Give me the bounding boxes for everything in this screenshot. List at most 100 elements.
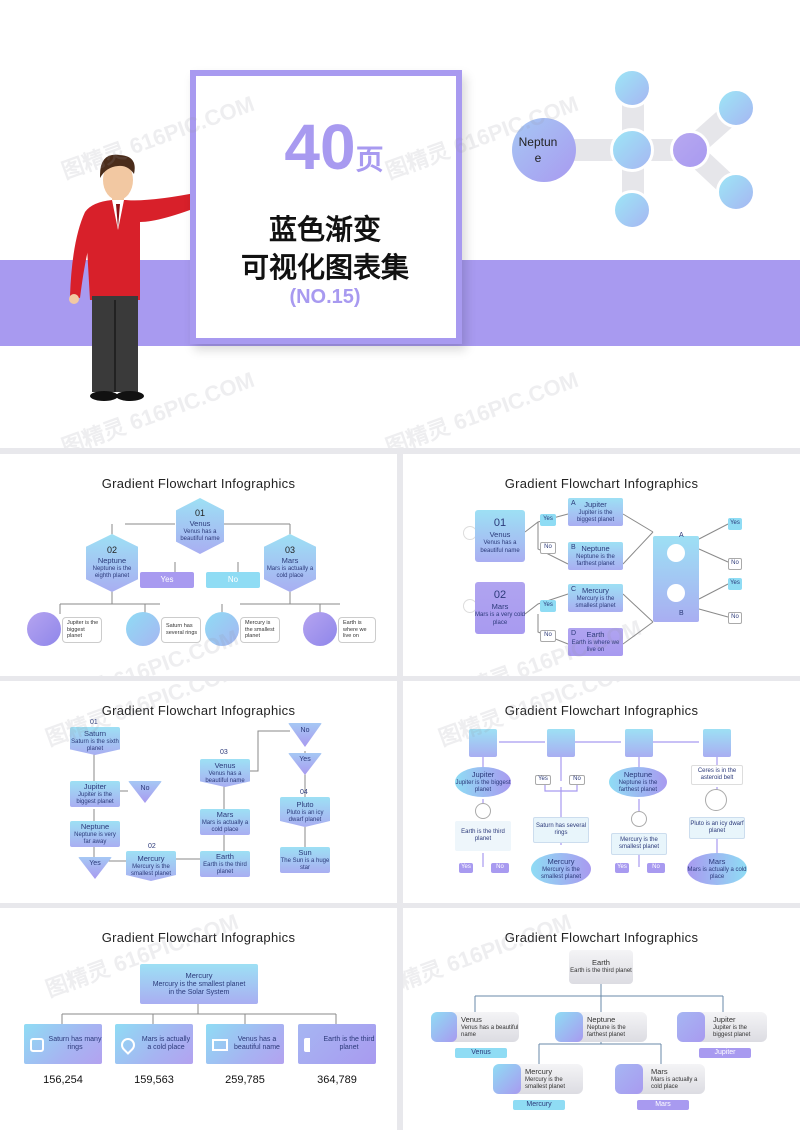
- star-icon: [431, 1012, 457, 1042]
- value-2: 159,563: [115, 1074, 193, 1086]
- neptune-desc: Neptune is very far away: [70, 832, 120, 846]
- mars-ellipse: MarsMars is actually a cold place: [687, 853, 747, 885]
- mercury-name: Mercury: [547, 857, 574, 866]
- tag-mars: Mars: [637, 1100, 689, 1110]
- no-box: No: [569, 775, 585, 785]
- item-card-1-text: Saturn has many rings: [48, 1036, 102, 1053]
- saturn-text: Saturn has several rings: [534, 823, 588, 837]
- send-icon: [610, 128, 654, 172]
- item-box-2: Saturn has several rings: [161, 617, 201, 643]
- cart-icon: [670, 130, 710, 170]
- saturn-box: Saturn has several rings: [533, 817, 589, 843]
- item-box-1: Jupiter is the biggest planet: [62, 617, 102, 643]
- tag-mercury: Mercury: [513, 1100, 565, 1110]
- slide-flowchart-1: Gradient Flowchart Infographics 01 Venus…: [0, 454, 397, 676]
- option-d-desc: Earth is where we live on: [568, 640, 623, 654]
- no-label: No: [496, 864, 504, 871]
- no-label: No: [544, 632, 552, 639]
- yes-label: Yes: [538, 776, 548, 783]
- yes-label: Yes: [299, 756, 310, 764]
- no-box: No: [647, 863, 665, 873]
- pluto-name: Pluto: [296, 800, 313, 809]
- piggy-bank-icon: [303, 612, 337, 646]
- slide-flowchart-3: Gradient Flowchart Infographics 01 Satur…: [0, 681, 397, 903]
- no-label: No: [228, 575, 238, 585]
- yes-label: Yes: [160, 575, 173, 585]
- item-box-4: Earth is where we live on: [338, 617, 376, 643]
- jupiter-name: Jupiter: [472, 770, 495, 779]
- venus-desc: Venus has a beautiful name: [200, 771, 250, 785]
- value-4: 364,789: [298, 1074, 376, 1086]
- cover-slide: 40页 蓝色渐变 可视化图表集 (NO.15) Neptune 图精灵 616P…: [0, 0, 800, 448]
- mercury-top-name: Mercury: [185, 971, 212, 980]
- option-d: EarthEarth is where we live on: [568, 628, 623, 656]
- mars-name: Mars: [217, 810, 234, 819]
- option-b-letter: B: [571, 544, 576, 551]
- value-1: 156,254: [24, 1074, 102, 1086]
- earth-name: Earth: [216, 852, 234, 861]
- venus-name: Venus: [490, 530, 511, 539]
- card-venus-desc: Venus has a beautiful name: [461, 1025, 519, 1039]
- option-c: MercuryMercury is the smallest planet: [568, 584, 623, 612]
- map-icon: [716, 172, 756, 212]
- yes-label: Yes: [89, 860, 100, 868]
- yes-box: Yes: [140, 572, 194, 588]
- hub-label: Neptune: [518, 134, 558, 166]
- yes-box: Yes: [540, 600, 556, 612]
- thumbs-up-icon: [27, 612, 61, 646]
- yes-box: Yes: [728, 578, 742, 590]
- yes-box: Yes: [615, 863, 629, 873]
- value-3: 259,785: [206, 1074, 284, 1086]
- no-box: No: [728, 612, 742, 624]
- sun-name: Sun: [298, 848, 311, 857]
- ceres-box: Ceres is in the asteroid belt: [691, 765, 743, 785]
- no-box: No: [540, 630, 556, 642]
- tag-jupiter: Jupiter: [699, 1048, 751, 1058]
- mercury-ellipse: MercuryMercury is the smallest planet: [531, 853, 591, 885]
- yes-label: Yes: [730, 580, 740, 587]
- yes-box: Yes: [540, 514, 556, 526]
- option-d-letter: D: [571, 630, 576, 637]
- neptune-desc: Neptune is the farthest planet: [609, 780, 667, 794]
- tag-mars-text: Mars: [655, 1101, 671, 1109]
- step-01: 01: [90, 719, 98, 726]
- item-text-4: Earth is where we live on: [343, 620, 375, 641]
- yes-box: Yes: [535, 775, 551, 785]
- slide-flowchart-6: Gradient Flowchart Infographics EarthEar…: [403, 908, 800, 1130]
- target-icon: [677, 1012, 705, 1042]
- speaker-icon: [304, 1038, 318, 1052]
- mercury1-text: Mercury is the smallest planet: [612, 837, 666, 851]
- no-label: No: [141, 785, 150, 793]
- jupiter-ellipse: JupiterJupiter is the biggest planet: [455, 767, 511, 797]
- search-icon: [612, 190, 652, 230]
- earth-text: Earth is the third planet: [455, 829, 511, 843]
- venus-desc: Venus has a beautiful name: [475, 540, 525, 554]
- film-icon: [475, 803, 491, 819]
- step-03: 03: [220, 749, 228, 756]
- neptune-name: Neptune: [81, 822, 109, 831]
- option-c-letter: C: [571, 586, 576, 593]
- mail-icon: [212, 1039, 228, 1051]
- gear-icon: [126, 612, 160, 646]
- item-box-3: Mercury is the smallest planet: [240, 617, 280, 643]
- mail-icon: [703, 729, 731, 757]
- target-icon: [205, 612, 239, 646]
- yes-box: Yes: [459, 863, 473, 873]
- mercury-box: MercuryMercury is the smallest planet: [126, 851, 176, 881]
- chat-icon: [625, 729, 653, 757]
- tag-venus: Venus: [455, 1048, 507, 1058]
- card-neptune-desc: Neptune is the farthest planet: [587, 1025, 647, 1039]
- cloud-icon: [615, 1064, 643, 1094]
- trophy-icon: [667, 584, 685, 602]
- option-a-letter: A: [571, 500, 576, 507]
- mars-desc: Mars is a very cold place: [475, 612, 525, 626]
- item-card-3-text: Venus has a beautiful name: [230, 1036, 284, 1053]
- jupiter-name: Jupiter: [84, 782, 107, 791]
